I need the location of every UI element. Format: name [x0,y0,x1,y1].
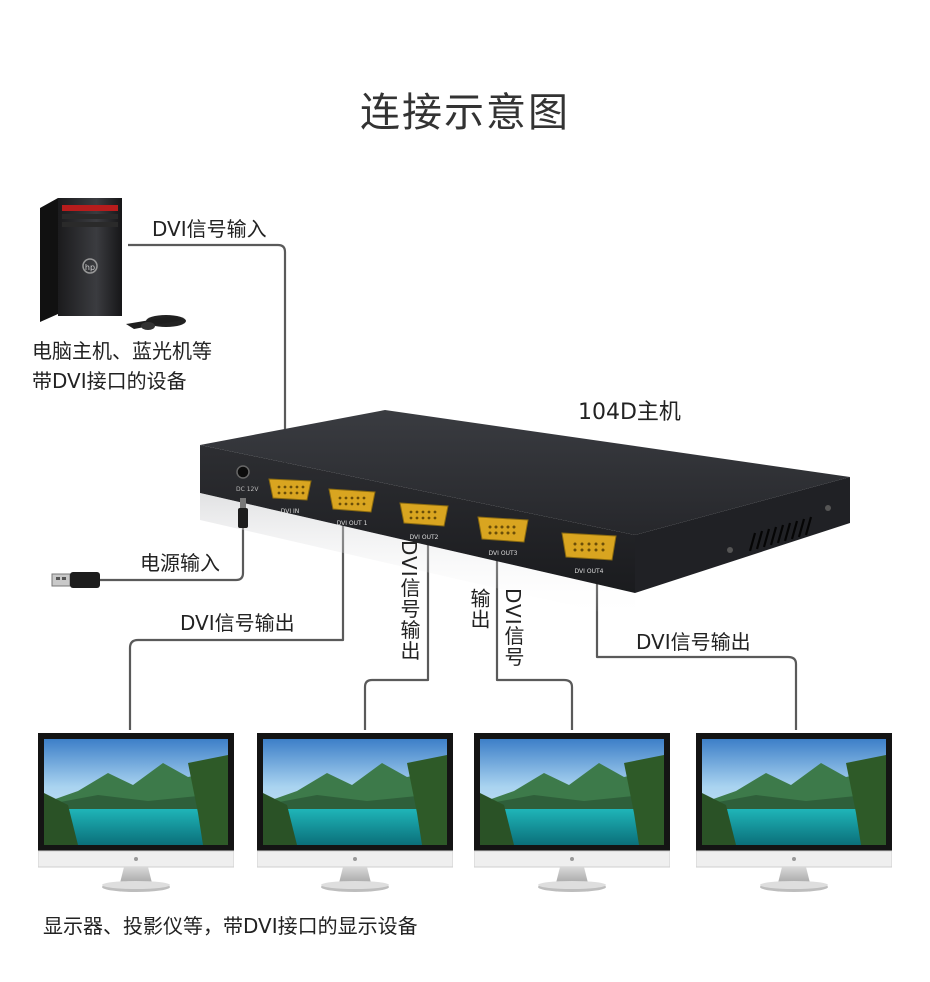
source-device-desc: 电脑主机、蓝光机等 带DVI接口的设备 [32,336,212,396]
dvi-out2-label: DVI OUT2 [409,534,439,541]
wire-out2 [363,530,430,730]
dvi-in-label: DVI IN [280,508,300,515]
out1-label: DVI信号输出 [180,611,295,635]
dvi-out4-connector-icon [561,532,617,561]
out2-label: DVI信号输出 [397,540,421,662]
source-desc-line1: 电脑主机、蓝光机等 [32,339,212,363]
diagram-title: 连接示意图 [360,90,570,136]
out3-label-b: DVI信号 [501,588,525,668]
wire-out1 [128,525,345,730]
dvi-out1-label: DVI OUT 1 [336,520,368,527]
dc-plug-icon [238,498,248,528]
dvi-input-label: DVI信号输入 [152,217,267,241]
out3-label-a: 输出 [467,588,491,630]
wire-dvi-in [128,243,287,487]
dvi-out1-port: DVI OUT 1 [325,486,379,527]
dvi-out2-connector-icon [399,502,449,527]
dvi-out3-label: DVI OUT3 [488,550,518,557]
dvi-in-connector-icon [268,478,312,501]
power-input-label: 电源输入 [140,551,220,575]
device-name: 104D主机 [578,400,681,425]
wire-out3 [495,548,574,730]
svg-text:hp: hp [85,263,95,272]
computer-tower-icon: hp [40,198,186,330]
dvi-in-port: DVI IN [265,476,315,515]
monitor-1-icon [38,733,234,893]
monitor-2-icon [257,733,453,893]
port-dc12v-label: DC 12V [236,486,259,493]
dvi-out4-port: DVI OUT4 [558,530,620,575]
dvi-out2-port: DVI OUT2 [396,500,452,541]
monitor-4-icon [696,733,892,893]
monitor-3-icon [474,733,670,893]
wire-out4 [595,568,798,730]
out4-label: DVI信号输出 [636,630,751,654]
dvi-out4-label: DVI OUT4 [574,568,604,575]
wire-power [98,520,245,582]
usb-plug-icon [51,572,100,588]
source-desc-line2: 带DVI接口的设备 [32,369,187,393]
dvi-out3-port: DVI OUT3 [474,514,532,557]
dvi-out3-connector-icon [477,516,529,543]
dvi-out1-connector-icon [328,488,376,513]
display-desc: 显示器、投影仪等，带DVI接口的显示设备 [43,914,418,938]
